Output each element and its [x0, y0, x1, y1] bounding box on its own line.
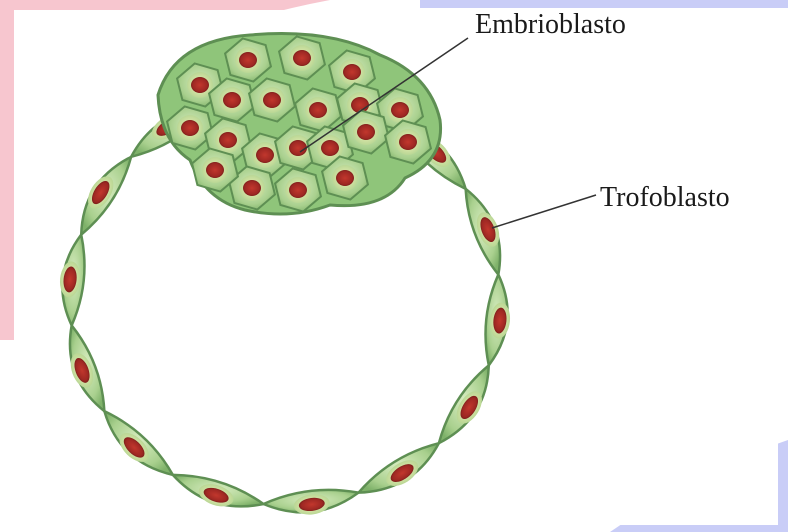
trophoblast-cell — [486, 275, 512, 366]
trophoblast-cell — [81, 157, 131, 235]
nucleus — [343, 64, 361, 80]
nucleus — [289, 182, 307, 198]
nucleus — [321, 140, 339, 156]
nucleus — [399, 134, 417, 150]
trophoblast-cell — [173, 475, 264, 511]
nucleus — [289, 140, 307, 156]
trophoblast-cell — [358, 443, 438, 492]
embryoblast-cluster — [158, 34, 441, 214]
nucleus — [263, 92, 281, 108]
nucleus — [223, 92, 241, 108]
trophoblast-cell — [439, 365, 489, 443]
nucleus — [293, 50, 311, 66]
trophoblast-cell — [104, 411, 172, 475]
trophoblast-label: Trofoblasto — [600, 182, 730, 213]
nucleus — [243, 180, 261, 196]
trophoblast-cell — [466, 189, 504, 275]
nucleus — [219, 132, 237, 148]
nucleus — [191, 77, 209, 93]
nucleus — [239, 52, 257, 68]
nucleus — [206, 162, 224, 178]
trophoblast-leader-line — [492, 195, 596, 228]
nucleus — [391, 102, 409, 118]
embryoblast-label: Embrioblasto — [475, 9, 626, 40]
trophoblast-cell — [66, 325, 104, 411]
trophoblast-cell — [58, 235, 84, 326]
nucleus — [309, 102, 327, 118]
nucleus — [181, 120, 199, 136]
nucleus — [336, 170, 354, 186]
nucleus — [256, 147, 274, 163]
nucleus — [357, 124, 375, 140]
trophoblast-cell — [264, 490, 359, 517]
